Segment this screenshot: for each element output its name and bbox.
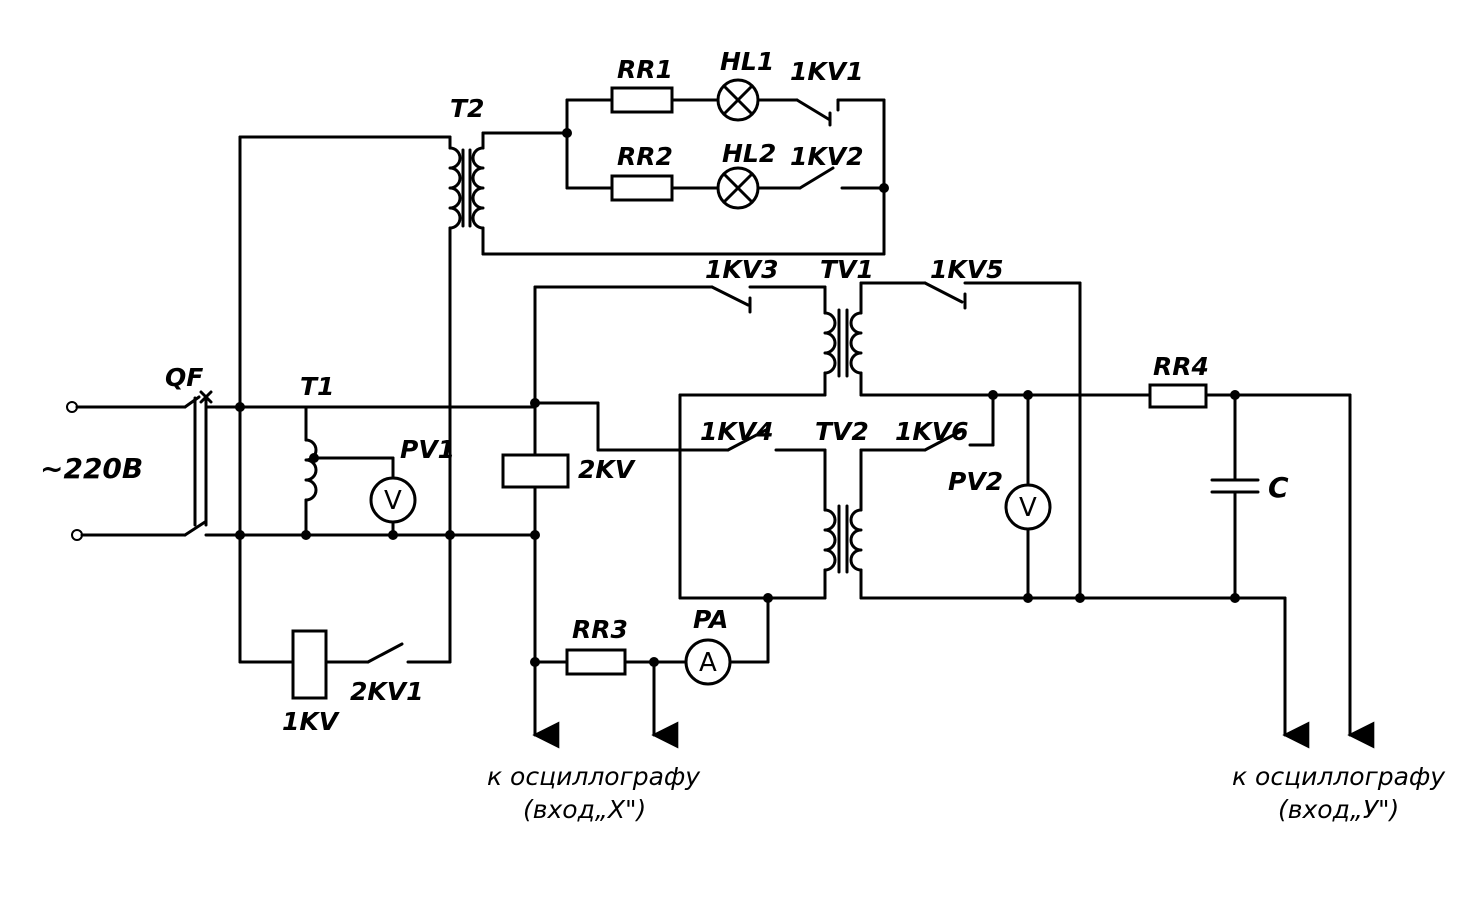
lamp-hl1 — [716, 78, 760, 122]
label-1kv6: 1KV6 — [895, 417, 969, 446]
label-1kv: 1KV — [282, 707, 340, 736]
label-supply: ~220B — [40, 452, 143, 485]
label-2kv1: 2KV1 — [350, 677, 424, 706]
label-pa: PA — [693, 605, 728, 634]
label-1kv5: 1KV5 — [930, 255, 1004, 284]
label-rr3: RR3 — [572, 615, 628, 644]
voltmeter-pv2 — [1004, 393, 1052, 600]
tv1-circuit — [533, 281, 1152, 600]
pa-meter-letter: A — [699, 648, 717, 678]
lamp-hl2 — [716, 166, 760, 210]
label-c: C — [1268, 471, 1289, 504]
osc-x-line2: (вход„X") — [523, 795, 646, 824]
label-t2: T2 — [450, 94, 484, 123]
label-hl2: HL2 — [722, 139, 776, 168]
osc-y-line2: (вход„У") — [1278, 795, 1399, 824]
osc-x-line1: к осциллографу — [487, 762, 701, 791]
label-1kv3: 1KV3 — [705, 255, 779, 284]
junction-dots — [235, 128, 1240, 667]
label-t1: T1 — [300, 372, 334, 401]
pv2-meter-letter: V — [1019, 493, 1037, 523]
rr3-ammeter — [532, 596, 770, 749]
supply-terminals — [66, 401, 187, 541]
label-pv2: PV2 — [948, 467, 1003, 496]
label-pv1: PV1 — [400, 435, 455, 464]
label-rr1: RR1 — [617, 55, 673, 84]
relay-1kv — [238, 629, 452, 700]
label-rr2: RR2 — [617, 142, 673, 171]
transformer-tv2 — [678, 393, 1287, 600]
label-qf: QF — [165, 363, 203, 392]
label-2kv: 2KV — [578, 455, 636, 484]
main-bus — [238, 135, 537, 664]
label-rr4: RR4 — [1153, 352, 1209, 381]
label-1kv4: 1KV4 — [700, 417, 774, 446]
rr4-capacitor — [1148, 383, 1375, 749]
label-tv1: TV1 — [820, 255, 874, 284]
breaker-qf — [183, 390, 242, 537]
label-1kv2: 1KV2 — [790, 142, 864, 171]
pv1-meter-letter: V — [384, 486, 402, 516]
label-hl1: HL1 — [720, 47, 774, 76]
label-1kv1: 1KV1 — [790, 57, 864, 86]
osc-y-line1: к осциллографу — [1232, 762, 1446, 791]
relay-2kv — [501, 401, 827, 722]
label-tv2: TV2 — [815, 417, 869, 446]
voltmeter-pv1 — [369, 456, 417, 537]
transformer-t1 — [304, 405, 395, 537]
lamp-branches — [565, 86, 886, 256]
transformer-t2 — [448, 131, 886, 256]
